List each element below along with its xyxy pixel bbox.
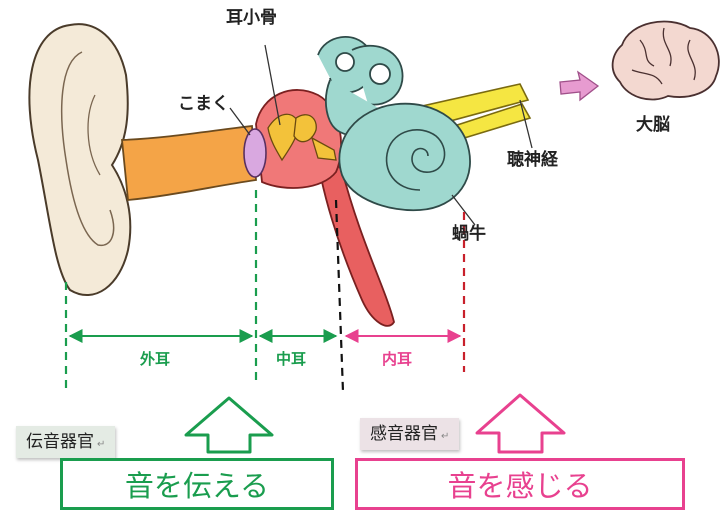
conductive-organ-label: 伝音器官 <box>26 432 94 452</box>
return-mark: ↵ <box>97 439 106 450</box>
eustachian-tube <box>313 137 395 327</box>
semicircular-canals <box>317 36 404 137</box>
sense-sound-box: 音を感じる <box>355 458 685 510</box>
conductive-organ-tag: 伝音器官↵ <box>16 426 116 458</box>
eardrum <box>243 128 267 178</box>
transmit-sound-text: 音を伝える <box>124 469 270 503</box>
brain-label: 大脳 <box>636 115 670 135</box>
to-brain-arrow <box>559 70 600 102</box>
outer-ear-label: 外耳 <box>140 350 171 368</box>
inner-ear-label: 内耳 <box>382 350 413 368</box>
return-mark: ↵ <box>441 431 450 442</box>
middle-inner-boundary-line <box>334 199 345 393</box>
leader-lines <box>229 44 533 226</box>
ossicles <box>267 113 337 162</box>
middle-ear-label: 中耳 <box>276 350 307 368</box>
sense-up-arrow <box>475 393 566 454</box>
eardrum-label: こまく <box>178 94 229 114</box>
cochlea-label: 蝸牛 <box>452 224 486 244</box>
ossicles-label: 耳小骨 <box>226 8 277 28</box>
transmit-sound-box: 音を伝える <box>60 458 334 510</box>
brain-icon <box>611 20 720 101</box>
cochlea <box>338 102 471 212</box>
sensory-organ-tag: 感音器官↵ <box>360 418 460 450</box>
transmit-up-arrow <box>184 396 274 454</box>
sensory-organ-label: 感音器官 <box>370 424 438 444</box>
sense-sound-text: 音を感じる <box>447 469 593 503</box>
ear-canal <box>121 125 257 201</box>
pinna <box>28 23 132 296</box>
auditory-nerve-label: 聴神経 <box>507 150 558 170</box>
